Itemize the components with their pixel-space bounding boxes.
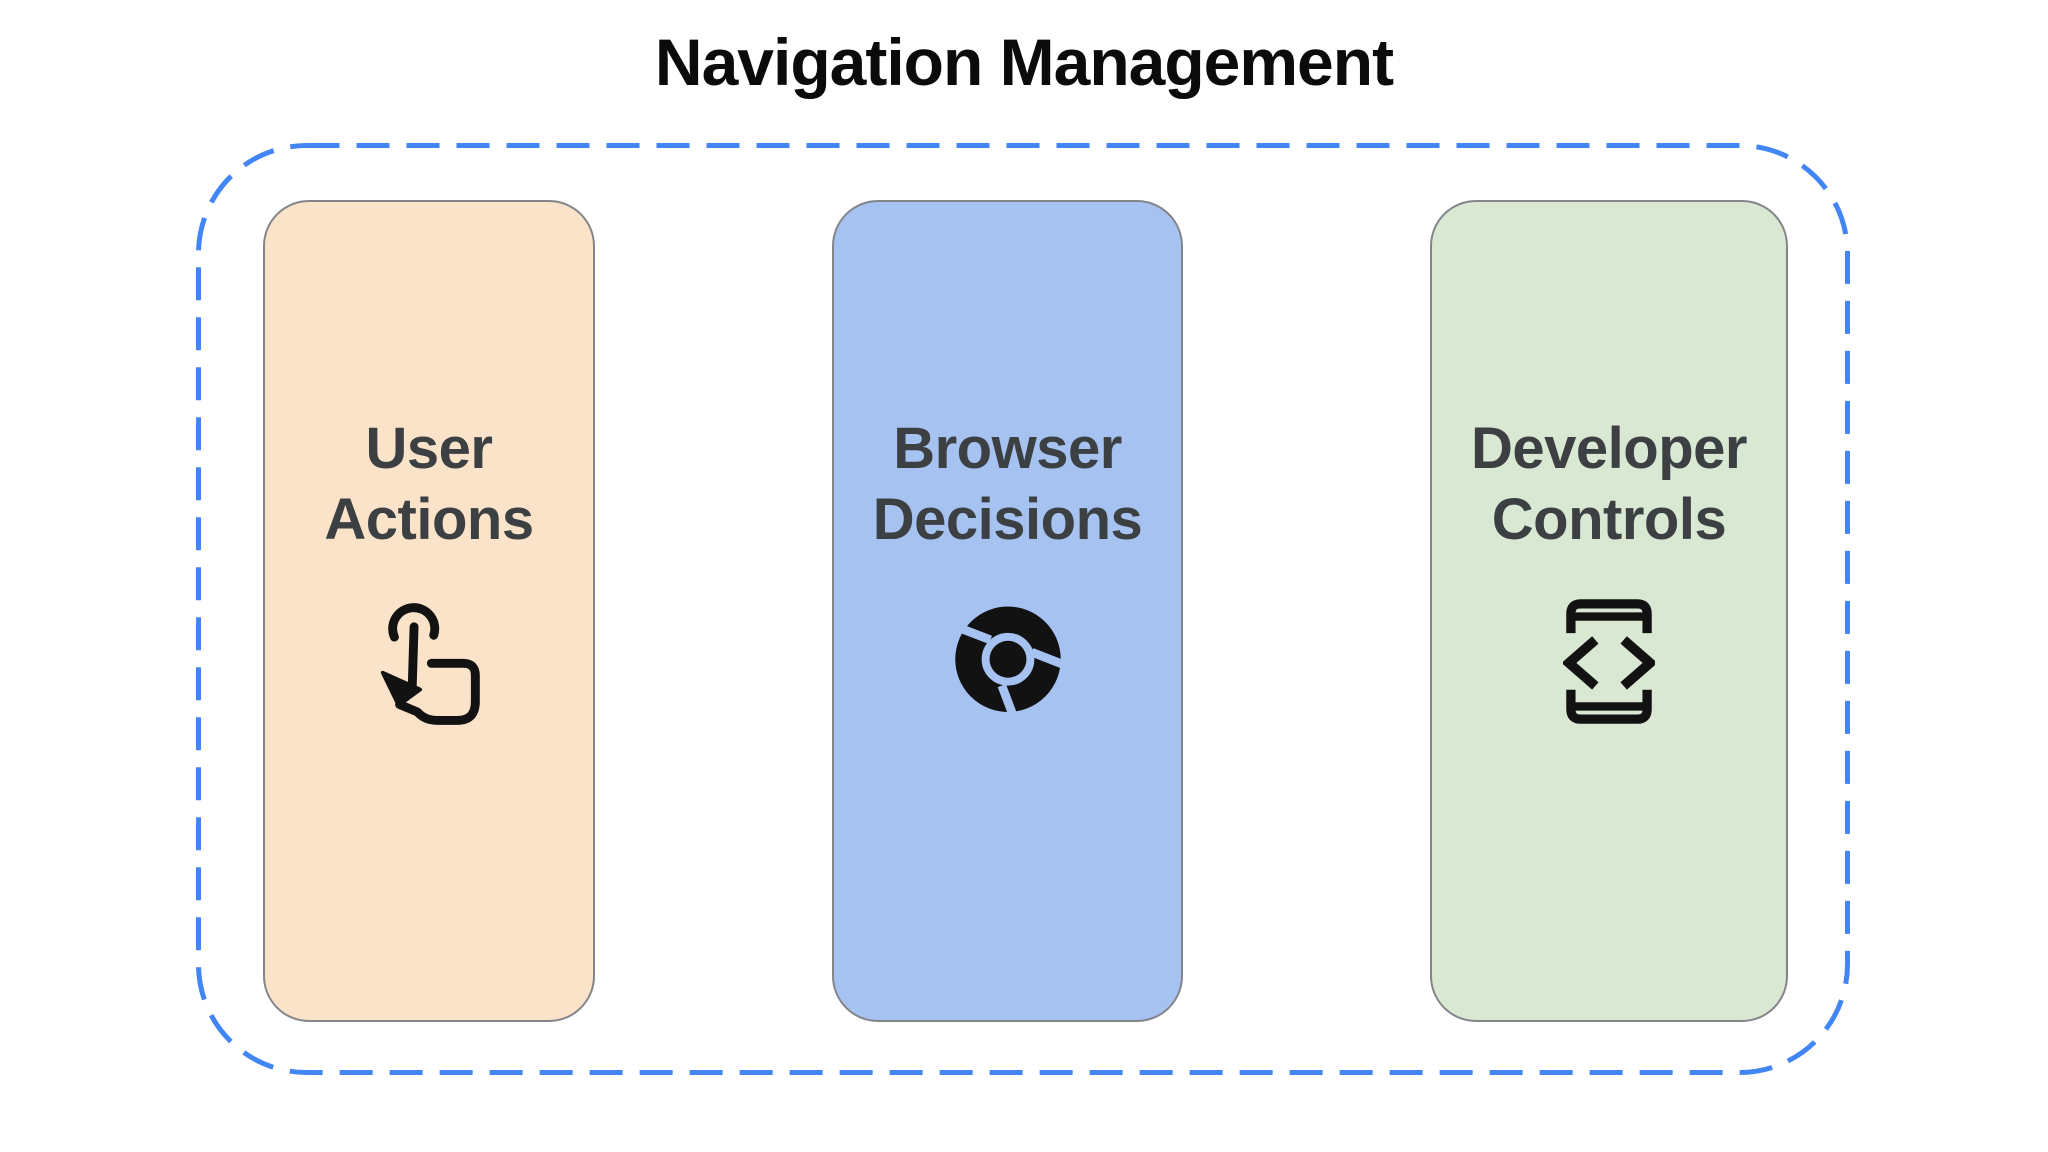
- card-label: Developer Controls: [1471, 416, 1747, 552]
- card-label: Browser Decisions: [872, 416, 1143, 552]
- touch-tap-icon: [377, 592, 482, 730]
- card-browser-decisions: Browser Decisions: [832, 200, 1183, 1022]
- card-user-actions: User Actions: [263, 200, 595, 1022]
- card-developer-controls: Developer Controls: [1430, 200, 1788, 1022]
- page-title: Navigation Management: [654, 25, 1394, 99]
- developer-mode-icon: [1563, 592, 1655, 730]
- card-label: User Actions: [324, 416, 534, 552]
- chrome-logo-icon: [949, 592, 1066, 730]
